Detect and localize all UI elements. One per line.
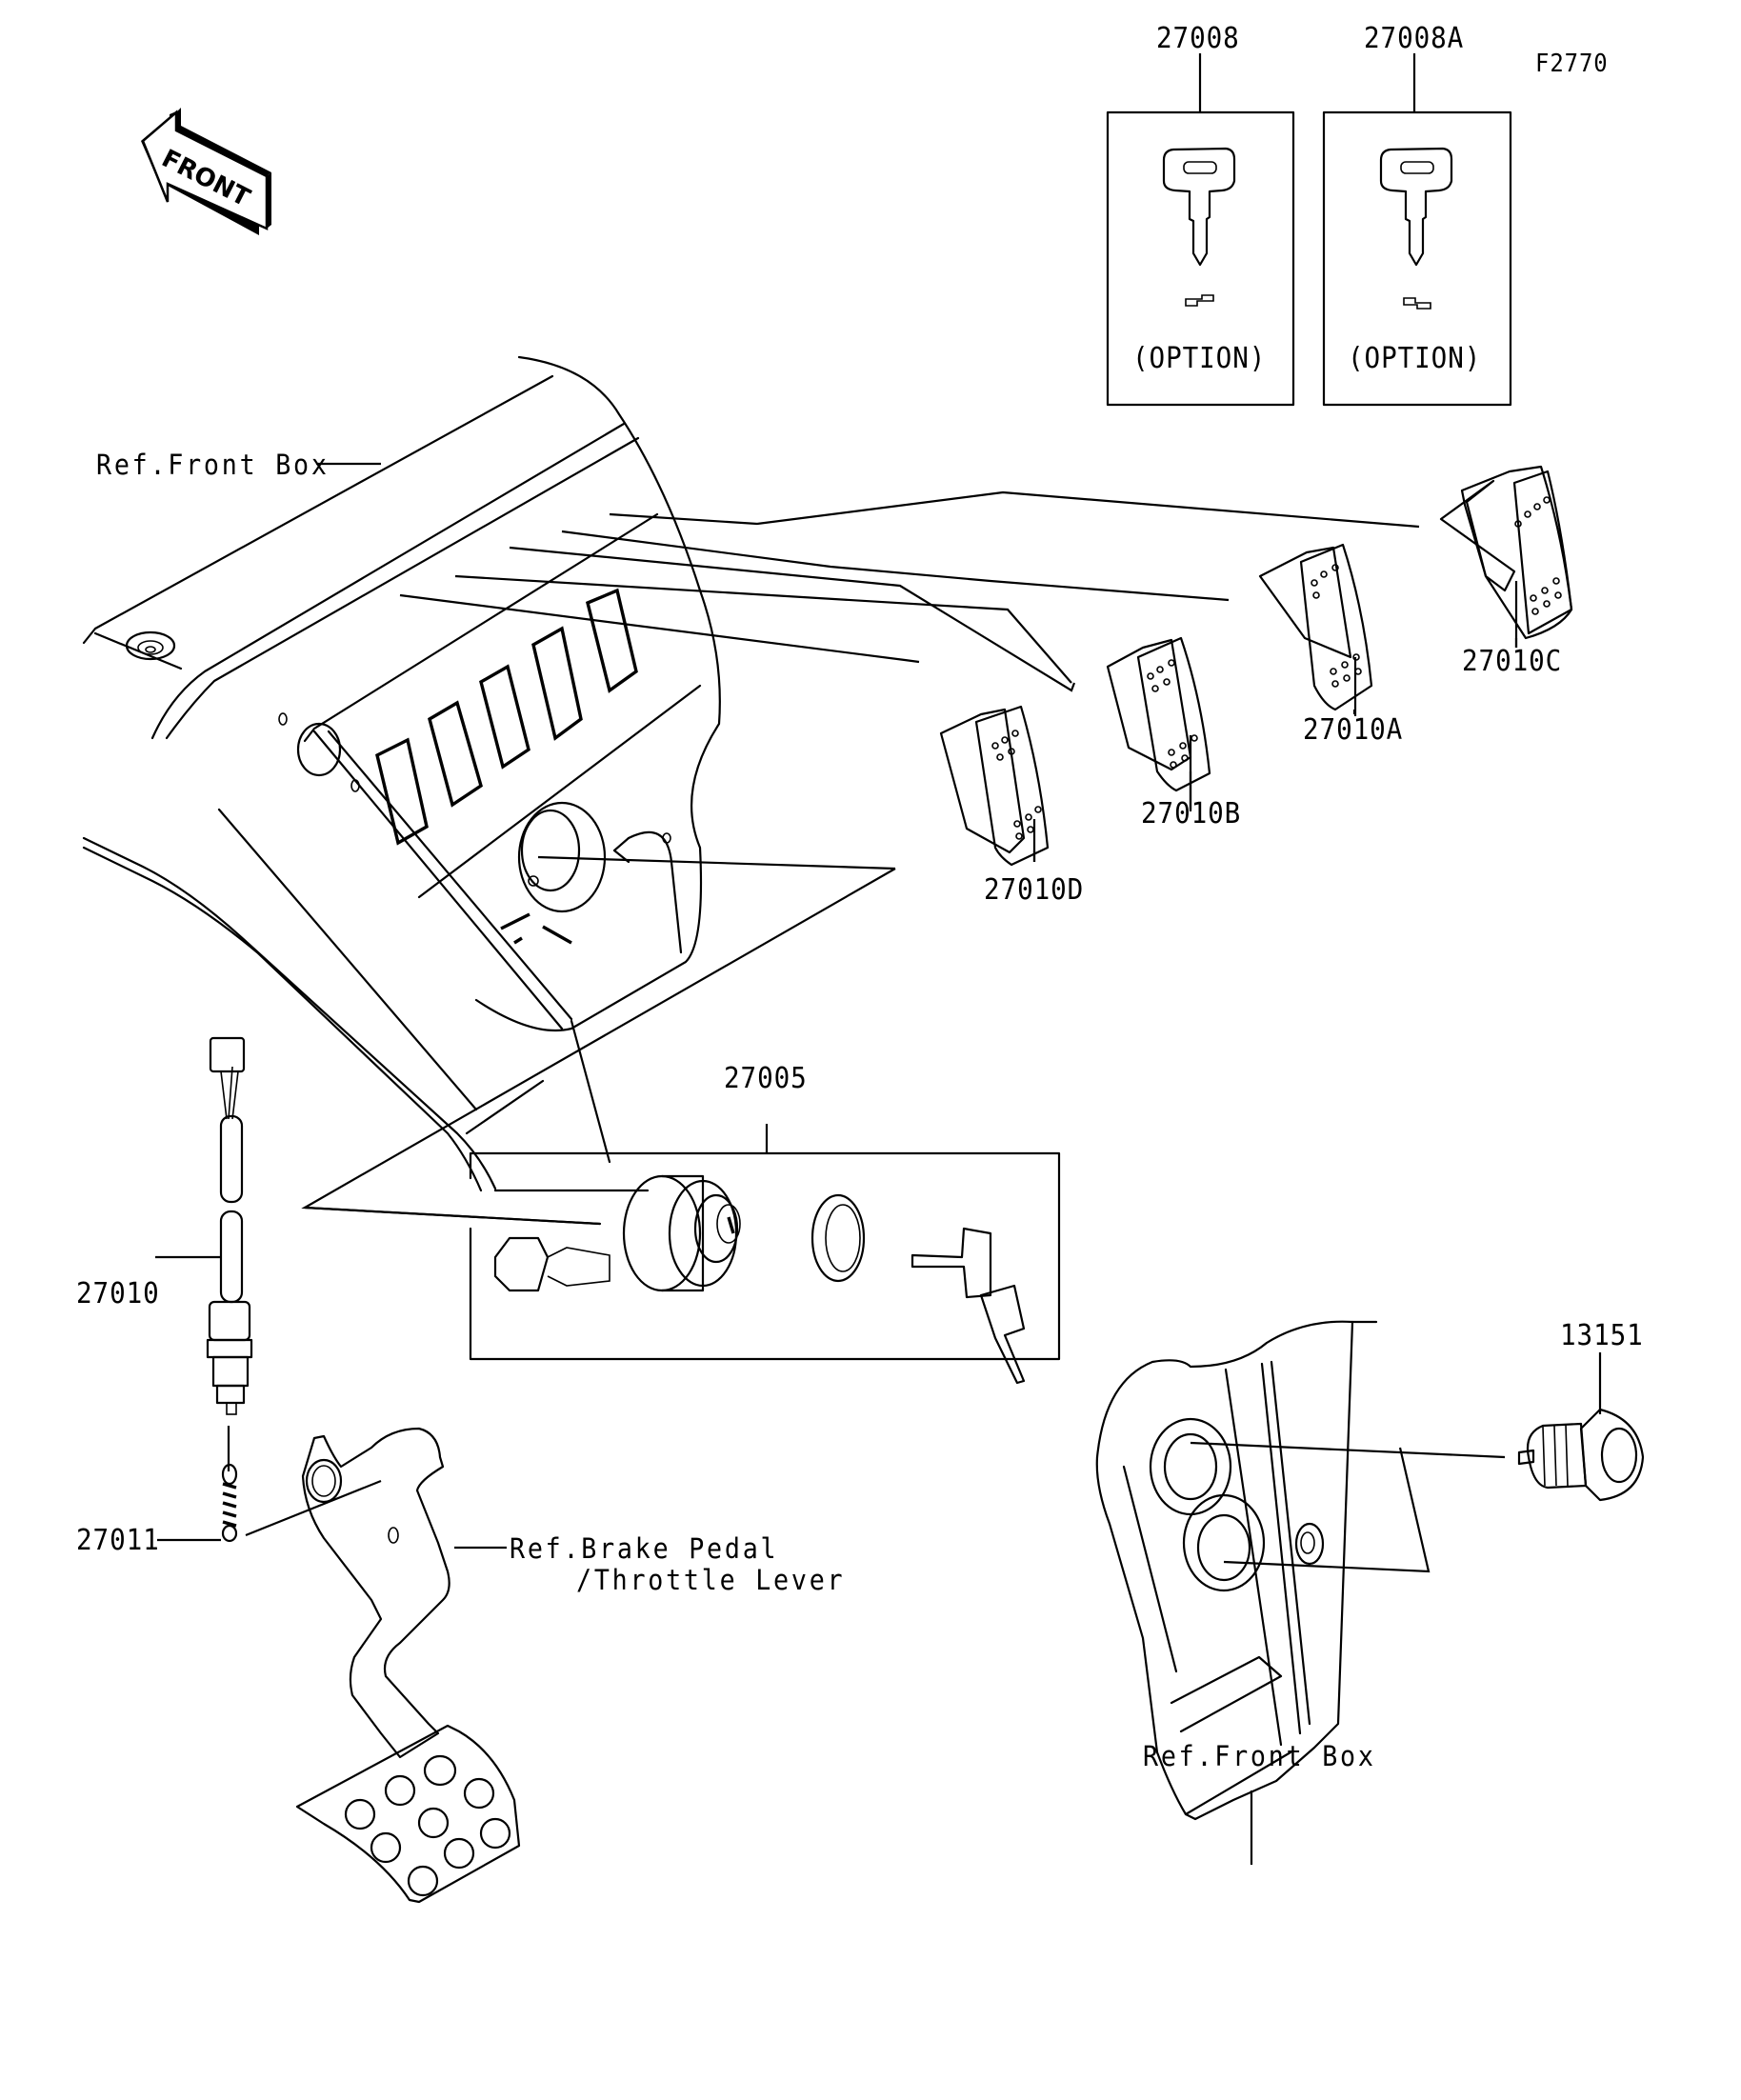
ref-brake-pedal-line2[interactable]: /Throttle Lever (576, 1564, 846, 1596)
rocker-switch-27010D (939, 705, 1050, 867)
option-key-box-27008 (1106, 53, 1295, 407)
front-direction-arrow-icon: FRONT (141, 108, 271, 235)
pedal-grip-holes (344, 1754, 511, 1897)
front-box-dashboard (82, 355, 721, 1192)
part-label-27010D[interactable]: 27010D (984, 873, 1085, 907)
part-label-27010A[interactable]: 27010A (1303, 713, 1404, 747)
brake-pedal (295, 1427, 521, 1904)
spring (221, 1463, 238, 1543)
rocker-switch-27010C (1439, 465, 1573, 648)
power-socket (1517, 1408, 1645, 1502)
front-box-lower (1095, 1320, 1378, 1821)
ref-brake-pedal-line1[interactable]: Ref.Brake Pedal (510, 1532, 779, 1565)
part-label-27008A[interactable]: 27008A (1364, 22, 1465, 55)
figure-id: F2770 (1535, 50, 1609, 78)
part-label-27010[interactable]: 27010 (76, 1277, 160, 1310)
option-note-27008: (OPTION) (1132, 342, 1267, 375)
option-key-box-27008A (1322, 53, 1512, 407)
rocker-switch-27010B (1106, 636, 1211, 811)
option-note-27008A: (OPTION) (1348, 342, 1482, 375)
part-label-27005[interactable]: 27005 (724, 1062, 808, 1095)
part-label-13151[interactable]: 13151 (1560, 1319, 1644, 1352)
ref-front-box-top[interactable]: Ref.Front Box (96, 449, 330, 481)
part-label-27011[interactable]: 27011 (76, 1524, 160, 1557)
part-label-27010B[interactable]: 27010B (1141, 797, 1242, 830)
part-label-27008[interactable]: 27008 (1156, 22, 1240, 55)
ref-front-box-bottom[interactable]: Ref.Front Box (1143, 1740, 1376, 1772)
rocker-switch-27010A (1258, 543, 1373, 714)
part-label-27010C[interactable]: 27010C (1462, 645, 1563, 678)
brake-light-switch (206, 1036, 253, 1415)
key-icon (1162, 147, 1236, 267)
key-icon (1379, 147, 1453, 267)
switch-cutouts (375, 588, 638, 846)
ignition-switch-box (303, 1124, 1061, 1385)
